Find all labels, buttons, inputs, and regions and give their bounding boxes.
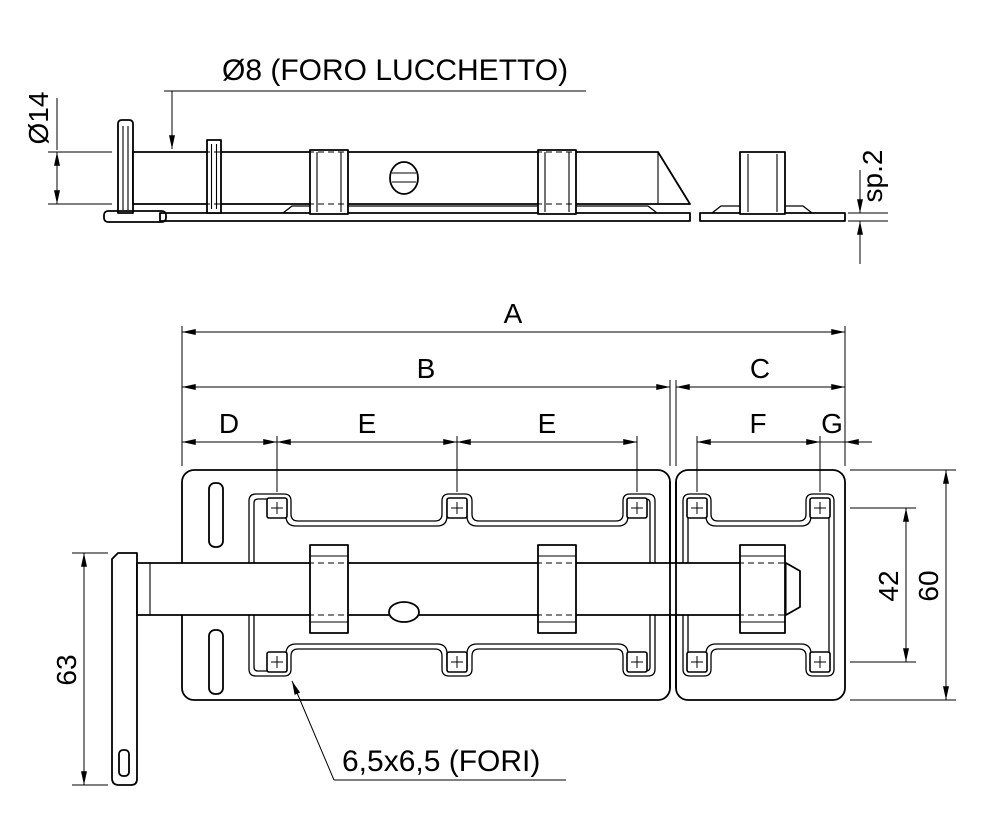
hasp-strip-slot: [118, 749, 130, 777]
plan-view: A B C D E E F G: [51, 298, 956, 786]
square-hole: [446, 497, 468, 519]
square-hole: [809, 497, 831, 519]
square-hole: [686, 497, 708, 519]
padlock-hole-note: Ø8 (FORO LUCCHETTO): [222, 54, 568, 87]
main-emboss-outer: [248, 493, 656, 677]
square-hole: [266, 651, 288, 673]
square-hole: [686, 651, 708, 673]
hasp-foot: [103, 210, 167, 223]
dim-hasp-length: 63: [51, 552, 108, 786]
padlock-hole-callout: Ø8 (FORO LUCCHETTO): [164, 54, 586, 149]
knob-screw-side: [389, 161, 419, 195]
dim-c-label: C: [750, 353, 770, 384]
dim-f: F: [697, 408, 820, 445]
dim-b-label: B: [417, 353, 436, 384]
holes-callout: 6,5x6,5 (FORI): [291, 680, 566, 781]
thickness-label: sp.2: [857, 150, 888, 203]
dim-e2-label: E: [538, 408, 557, 439]
extension-lines: [181, 326, 846, 492]
dim-e1: E: [277, 408, 457, 445]
hasp-length-label: 63: [51, 654, 82, 685]
dim-rod-diameter: Ø14: [23, 92, 112, 205]
dim-g-label: G: [821, 408, 843, 439]
dim-sheet-thickness: sp.2: [848, 150, 888, 264]
keeper-staple-plan: [739, 544, 786, 634]
dim-b: B: [182, 353, 670, 390]
rod-diameter-label: Ø14: [23, 92, 54, 145]
keeper-hole-pitch-label: 42: [873, 570, 904, 601]
bolt-staple-side: [535, 149, 579, 215]
main-emboss-side: [282, 205, 658, 214]
square-hole: [626, 651, 648, 673]
dim-g: G: [820, 408, 872, 445]
dim-a: A: [182, 298, 845, 335]
hasp-slot-bottom: [208, 629, 224, 695]
hasp-slot-top: [208, 482, 224, 548]
bolt-rod-plan: [136, 562, 801, 616]
square-hole: [809, 651, 831, 673]
hasp-bracket-side: [117, 119, 134, 214]
keeper-emboss-outer: [682, 493, 835, 677]
holes-note: 6,5x6,5 (FORI): [342, 745, 540, 778]
plan-geometry: [111, 469, 846, 786]
dim-d-label: D: [219, 408, 239, 439]
bolt-staple-side: [307, 149, 351, 215]
dim-d: D: [182, 408, 277, 445]
dim-a-label: A: [504, 298, 523, 329]
square-hole: [626, 497, 648, 519]
bolt-staple-plan: [309, 544, 349, 634]
dim-plate-height: 60: [850, 469, 956, 701]
dim-c: C: [676, 353, 845, 390]
plate-height-label: 60: [913, 570, 944, 601]
dim-keeper-hole-pitch: 42: [850, 507, 916, 663]
square-hole: [446, 651, 468, 673]
hasp-strip-plan: [111, 552, 138, 786]
hasp-tab-side: [206, 139, 222, 214]
dim-e1-label: E: [358, 408, 377, 439]
bolt-staple-plan: [537, 544, 577, 634]
side-view: Ø14 Ø8 (FORO LUCCHETTO) sp.2: [23, 54, 888, 264]
knob-plan: [388, 601, 420, 623]
dim-f-label: F: [749, 408, 766, 439]
side-geometry: [103, 119, 846, 223]
keeper-staple-side: [739, 151, 786, 215]
dim-e2: E: [457, 408, 637, 445]
main-plate-side: [159, 212, 691, 222]
square-hole: [266, 497, 288, 519]
